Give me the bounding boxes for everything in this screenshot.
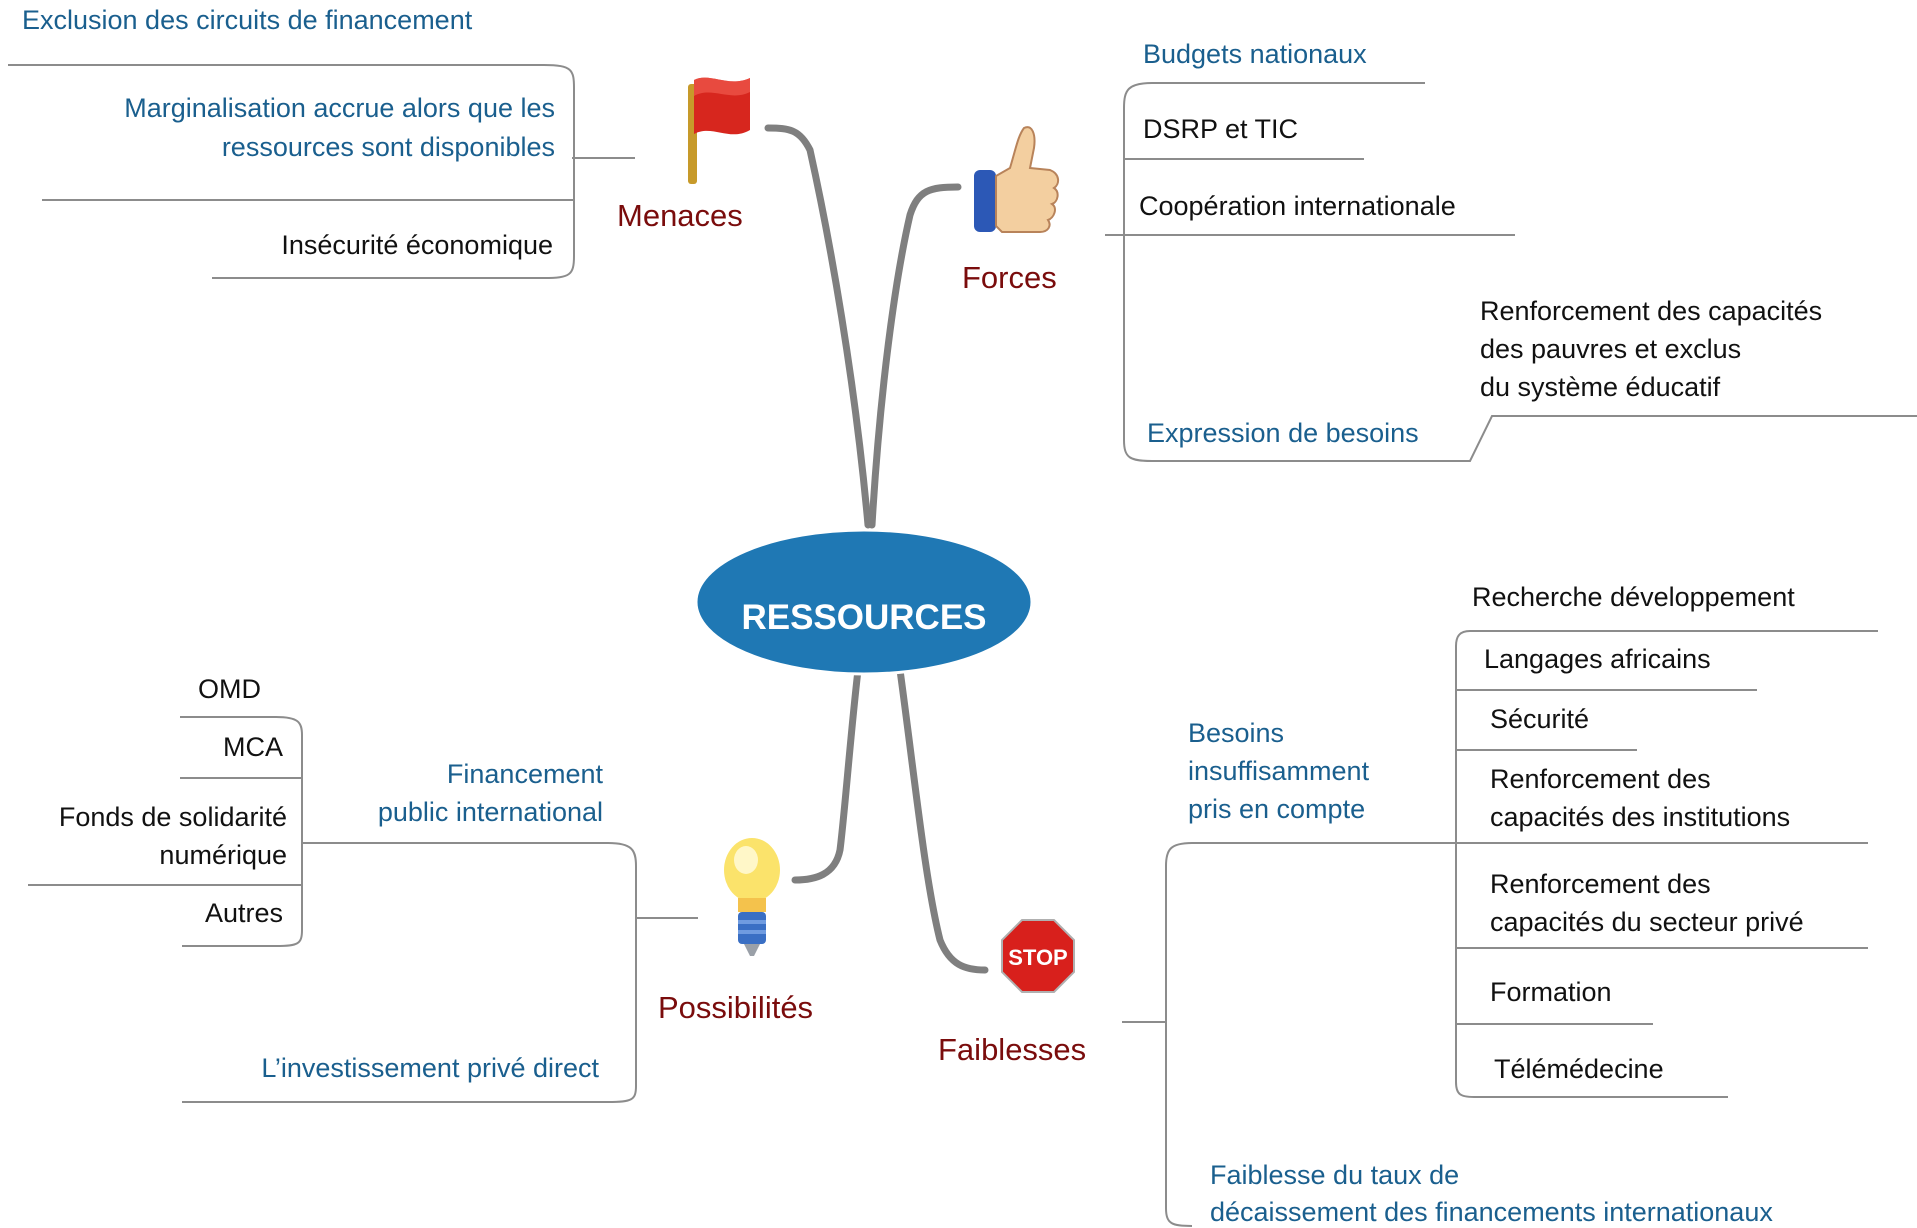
node-besoins-line3[interactable]: pris en compte — [1188, 794, 1366, 824]
node-mca[interactable]: MCA — [223, 732, 283, 762]
node-cooperation[interactable]: Coopération internationale — [1139, 191, 1456, 221]
node-securite[interactable]: Sécurité — [1490, 704, 1590, 734]
thumbs-up-icon — [974, 126, 1060, 233]
stop-sign-icon: STOP — [1001, 919, 1075, 993]
node-formation[interactable]: Formation — [1490, 977, 1612, 1007]
branch-line-possibilites — [791, 666, 862, 884]
connector-besoins-bracket — [1455, 630, 1475, 1098]
node-telemedecine[interactable]: Télémédecine — [1494, 1054, 1664, 1084]
node-fonds-line1[interactable]: Fonds de solidarité — [58, 802, 287, 832]
node-institutions-line2[interactable]: capacités des institutions — [1490, 802, 1791, 832]
connector-menaces-bracket — [543, 64, 575, 279]
branch-label-faiblesses[interactable]: Faiblesses — [938, 1032, 1087, 1067]
node-exclusion[interactable]: Exclusion des circuits de financement — [22, 5, 473, 35]
stop-sign-text: STOP — [1008, 945, 1068, 970]
node-investissement[interactable]: L’investissement privé direct — [261, 1053, 599, 1083]
node-renforcement-line2[interactable]: des pauvres et exclus — [1480, 334, 1742, 364]
connector-financement-bracket — [275, 716, 303, 947]
node-langages[interactable]: Langages africains — [1484, 644, 1711, 674]
branch-line-faiblesses — [896, 666, 989, 974]
node-secteur-prive-line2[interactable]: capacités du secteur privé — [1490, 907, 1804, 937]
node-institutions-line1[interactable]: Renforcement des — [1490, 764, 1711, 794]
light-bulb-icon — [724, 838, 780, 956]
branch-line-forces — [868, 183, 962, 529]
node-besoins-line1[interactable]: Besoins — [1188, 718, 1285, 748]
center-ellipse — [694, 528, 1034, 676]
node-besoins-line2[interactable]: insuffisamment — [1188, 756, 1370, 786]
node-insecurite[interactable]: Insécurité économique — [281, 230, 553, 260]
node-marginalisation-line1[interactable]: Marginalisation accrue alors que les — [124, 93, 555, 123]
node-taux-line1[interactable]: Faiblesse du taux de — [1210, 1160, 1460, 1190]
node-marginalisation-line2[interactable]: ressources sont disponibles — [221, 132, 555, 162]
node-fonds-line2[interactable]: numérique — [159, 840, 287, 870]
branch-label-menaces[interactable]: Menaces — [617, 198, 743, 233]
node-financement-line1[interactable]: Financement — [446, 759, 603, 789]
connector-faiblesses-bracket — [1165, 842, 1193, 1227]
node-dsrp[interactable]: DSRP et TIC — [1143, 114, 1299, 144]
connector-forces-bracket — [1123, 82, 1153, 462]
node-budgets[interactable]: Budgets nationaux — [1143, 39, 1367, 69]
branch-line-menaces — [764, 124, 872, 529]
node-expression[interactable]: Expression de besoins — [1147, 418, 1419, 448]
node-autres[interactable]: Autres — [204, 898, 283, 928]
node-financement-line2[interactable]: public international — [377, 797, 603, 827]
node-secteur-prive-line1[interactable]: Renforcement des — [1490, 869, 1711, 899]
branch-label-forces[interactable]: Forces — [962, 260, 1057, 295]
underline-expression — [1152, 415, 1917, 462]
node-omd[interactable]: OMD — [198, 674, 261, 704]
node-recherche[interactable]: Recherche développement — [1472, 582, 1795, 612]
branch-label-possibilites[interactable]: Possibilités — [658, 990, 814, 1025]
connector-possibilites-bracket — [607, 842, 637, 1103]
center-node-label[interactable]: RESSOURCES — [741, 598, 987, 637]
node-renforcement-line1[interactable]: Renforcement des capacités — [1480, 296, 1823, 326]
node-taux-line2[interactable]: décaissement des financements internatio… — [1210, 1197, 1773, 1227]
red-flag-icon — [688, 77, 750, 184]
node-renforcement-line3[interactable]: du système éducatif — [1480, 372, 1721, 402]
